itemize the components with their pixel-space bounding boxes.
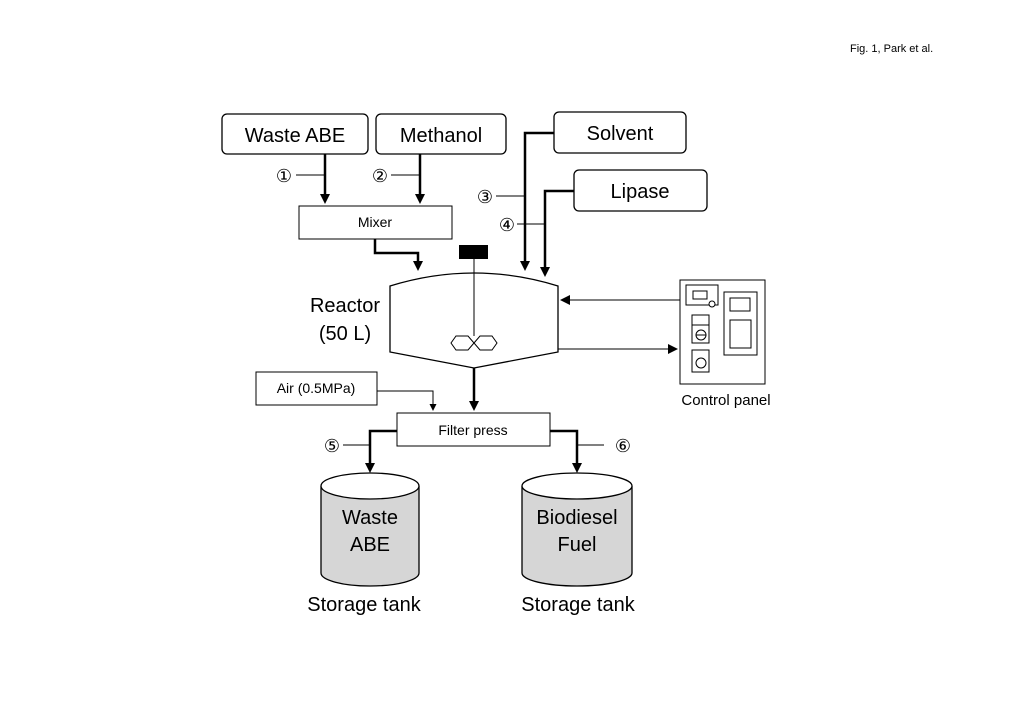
methanol-input-box: Methanol	[375, 113, 507, 155]
reactor-label: Reactor	[310, 295, 380, 317]
mixer-label: Mixer	[358, 214, 393, 230]
impeller-icon	[450, 335, 498, 351]
tank-1-label: Storage tank	[307, 594, 421, 616]
waste-abe-input-box: Waste ABE	[221, 113, 369, 155]
reactor-volume-label: (50 L)	[319, 323, 371, 345]
air-supply-box: Air (0.5MPa)	[255, 371, 378, 406]
lipase-input-box: Lipase	[573, 169, 708, 212]
methanol-label: Methanol	[400, 125, 482, 147]
air-line	[377, 390, 437, 411]
stream-2-label: ②	[372, 166, 388, 186]
agitator-motor-icon	[459, 245, 488, 259]
reactor-vessel	[389, 245, 559, 369]
solvent-label: Solvent	[587, 123, 654, 145]
control-panel-label: Control panel	[681, 392, 770, 409]
lipase-label: Lipase	[611, 181, 670, 203]
waste-abe-storage-tank: Waste ABE	[320, 472, 420, 587]
stream-6-label: ⑥	[615, 436, 631, 456]
tank-1-content-line2: ABE	[350, 534, 390, 556]
filter-press-label: Filter press	[438, 422, 507, 438]
tank-1-content-line1: Waste	[342, 507, 398, 529]
stream-4-label: ④	[499, 215, 515, 235]
stream-2: ②	[372, 154, 425, 204]
tank-2-label: Storage tank	[521, 594, 635, 616]
stream-5-label: ⑤	[324, 436, 340, 456]
control-panel	[679, 279, 766, 385]
stream-1: ①	[276, 154, 330, 204]
tank-2-content-line1: Biodiesel	[536, 507, 617, 529]
biodiesel-storage-tank: Biodiesel Fuel	[521, 472, 633, 587]
mixer-to-reactor-line	[373, 239, 423, 271]
tank-2-content-line2: Fuel	[558, 534, 597, 556]
stream-3-label: ③	[477, 187, 493, 207]
mixer-box: Mixer	[298, 205, 453, 240]
stream-6: ⑥	[550, 429, 631, 473]
stream-4: ④	[499, 189, 574, 277]
stream-3: ③	[477, 131, 554, 271]
stream-1-label: ①	[276, 166, 292, 186]
stream-5: ⑤	[324, 429, 397, 473]
solvent-input-box: Solvent	[553, 111, 687, 154]
filter-press-box: Filter press	[396, 412, 551, 447]
air-supply-label: Air (0.5MPa)	[277, 380, 356, 396]
figure-caption: Fig. 1, Park et al.	[850, 43, 934, 55]
waste-abe-label: Waste ABE	[245, 125, 345, 147]
